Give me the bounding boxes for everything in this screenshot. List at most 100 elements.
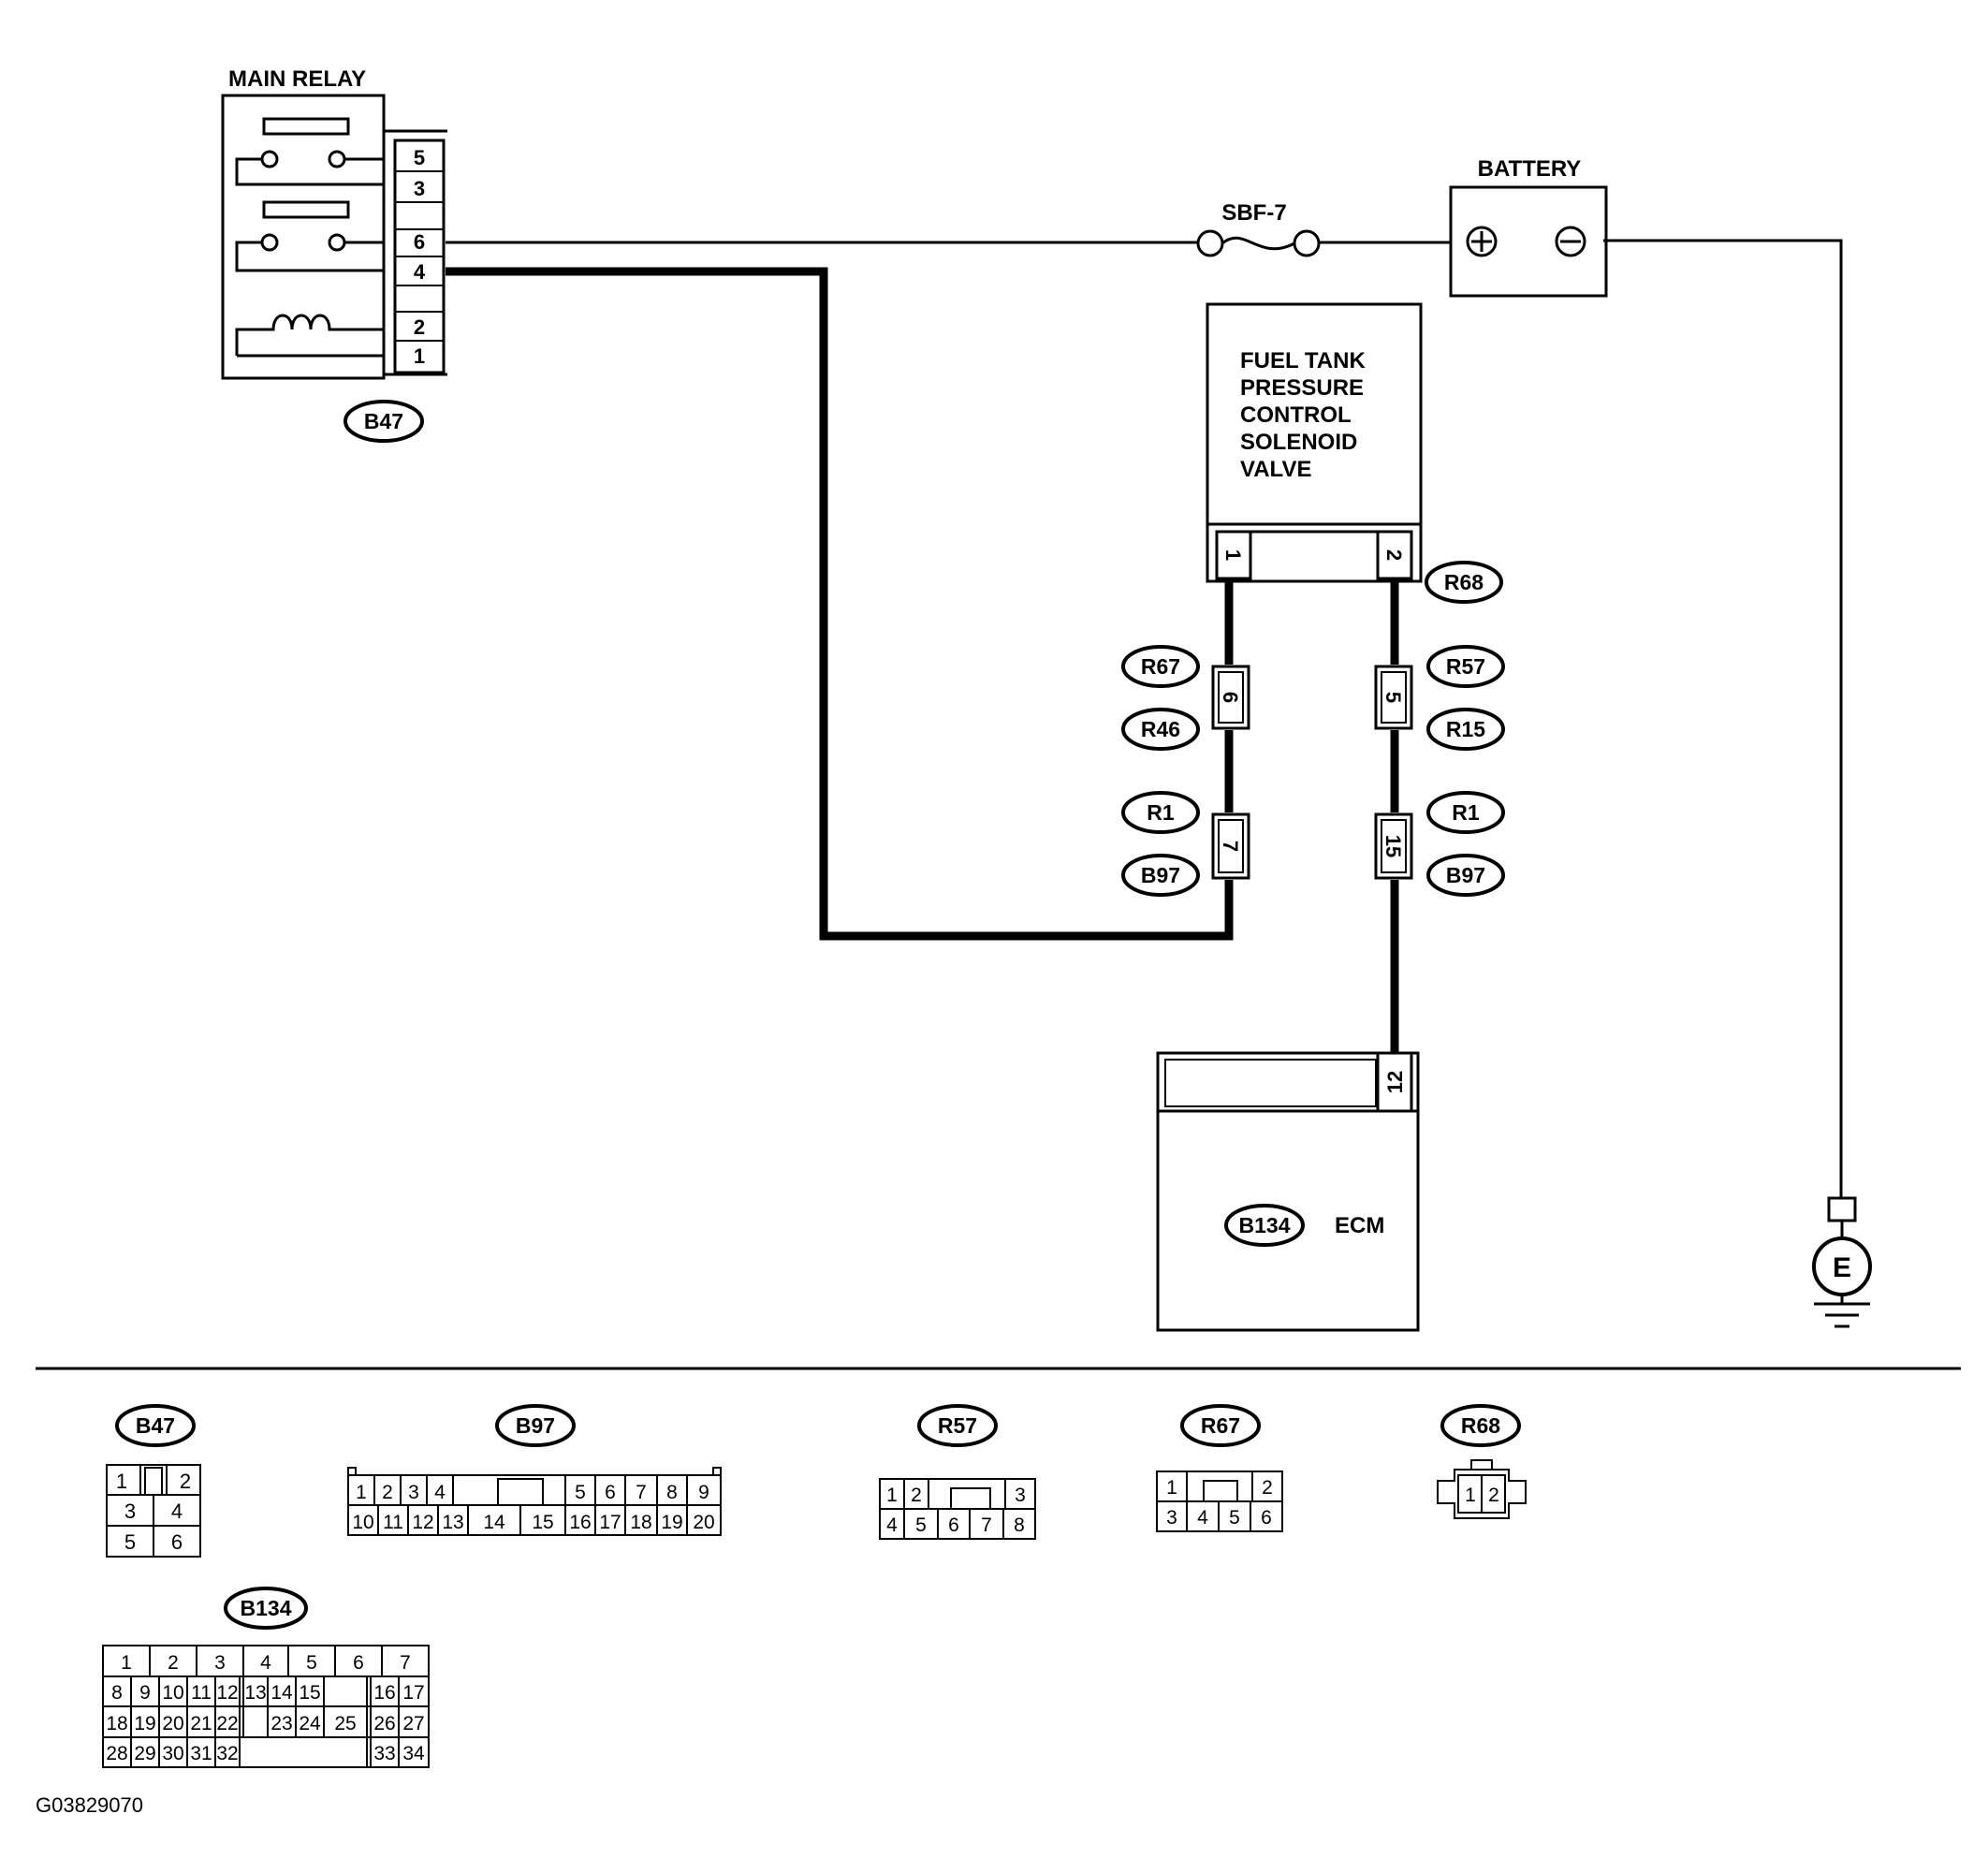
legend-b134-pin: 19 <box>134 1713 155 1734</box>
legend-b134-pin: 18 <box>106 1713 127 1734</box>
legend-r67-pin: 2 <box>1262 1477 1273 1499</box>
legend-b47-pin-1: 1 <box>116 1470 127 1493</box>
legend-b97-pin: 3 <box>408 1482 419 1503</box>
legend-b134-pin: 13 <box>244 1682 266 1704</box>
legend-b134-pin: 23 <box>270 1713 292 1734</box>
legend-tag-r68: R68 <box>1461 1413 1500 1438</box>
solenoid-line-5: VALVE <box>1240 457 1311 482</box>
solenoid-line-3: CONTROL <box>1240 402 1352 428</box>
legend-b97-pin: 6 <box>605 1482 616 1503</box>
legend-b134-pin: 21 <box>190 1713 212 1734</box>
legend-b134-pin: 20 <box>162 1713 183 1734</box>
inline-pin-7: 7 <box>1219 841 1242 852</box>
legend-b134-pin: 22 <box>216 1713 238 1734</box>
main-relay: MAIN RELAY 5 3 6 4 2 1 B47 <box>221 66 447 443</box>
relay-contact-1a <box>260 150 279 168</box>
tag-r1-right: R1 <box>1452 800 1480 825</box>
tag-r67: R67 <box>1141 654 1180 679</box>
legend-r57-pin: 7 <box>981 1514 992 1536</box>
legend-tag-b47: B47 <box>136 1413 175 1438</box>
legend-b134-pin: 28 <box>106 1743 127 1764</box>
legend-r57-pin: 4 <box>886 1514 898 1536</box>
wire-relay-solenoid <box>446 267 1234 941</box>
legend-b97-pin: 13 <box>442 1512 463 1533</box>
tag-r46: R46 <box>1141 717 1180 741</box>
wire-battery-ground <box>1603 239 1843 1198</box>
legend-b134-pin: 1 <box>121 1652 132 1674</box>
legend-b134-pin: 12 <box>216 1682 238 1704</box>
battery-minus-icon <box>1555 226 1586 257</box>
legend-b97-pin: 11 <box>383 1512 403 1533</box>
tag-b97-right: B97 <box>1446 863 1485 887</box>
legend-b134-pin: 8 <box>111 1682 123 1704</box>
fuel-tank-solenoid: FUEL TANK PRESSURE CONTROL SOLENOID VALV… <box>1206 302 1503 604</box>
legend-b97-pin: 16 <box>569 1512 591 1533</box>
figure-code: G03829070 <box>36 1793 143 1817</box>
legend-b97-pin: 12 <box>412 1512 433 1533</box>
legend-b134-pin: 3 <box>214 1652 226 1674</box>
tag-r57: R57 <box>1446 654 1485 679</box>
legend-b97-pin: 4 <box>434 1482 446 1503</box>
inline-connectors: 6 5 7 15 R67 R46 R57 R15 R1 B97 R1 B97 <box>1121 645 1505 897</box>
tag-r68: R68 <box>1444 570 1484 594</box>
legend-b47: B47 1 2 3 4 5 6 <box>106 1404 201 1558</box>
fuse-icon <box>1221 236 1295 251</box>
ecm-pin-12: 12 <box>1383 1071 1407 1093</box>
legend-tag-r67: R67 <box>1201 1413 1240 1438</box>
main-relay-body <box>221 94 386 380</box>
solenoid-line-2: PRESSURE <box>1240 375 1364 401</box>
legend-b97-pin: 1 <box>356 1482 367 1503</box>
legend-r57-pin: 1 <box>886 1485 898 1506</box>
legend-b134-pin: 6 <box>353 1652 364 1674</box>
inline-pin-15: 15 <box>1381 835 1405 857</box>
legend-r57-pin: 2 <box>911 1485 922 1506</box>
legend-b97-pin: 15 <box>532 1512 553 1533</box>
legend-tag-b134: B134 <box>241 1596 292 1620</box>
legend-b134-pin: 10 <box>162 1682 183 1704</box>
battery-body <box>1449 185 1608 298</box>
relay-pin-2: 2 <box>414 315 425 339</box>
legend-b134-pin: 16 <box>373 1682 395 1704</box>
legend-b134-pin: 9 <box>139 1682 151 1704</box>
relay-pin-1: 1 <box>414 344 425 368</box>
legend-b134-pin: 31 <box>190 1743 212 1764</box>
legend-r67-pin: 1 <box>1166 1477 1177 1499</box>
legend-b134-pin: 25 <box>334 1713 356 1734</box>
relay-contact-1b <box>328 150 346 168</box>
legend-b134-pin: 24 <box>299 1713 321 1734</box>
legend-b134-pin: 17 <box>402 1682 424 1704</box>
legend-b134-pin: 14 <box>270 1682 293 1704</box>
wires <box>446 239 1843 1198</box>
legend-r57-pin: 5 <box>915 1514 927 1536</box>
legend-b97-pin: 19 <box>661 1512 682 1533</box>
legend-b134-pin: 34 <box>402 1743 425 1764</box>
legend-b134-pin: 15 <box>299 1682 320 1704</box>
legend-r67-pin: 3 <box>1166 1507 1177 1529</box>
legend-b47-pin-4: 4 <box>171 1500 183 1523</box>
solenoid-line-1: FUEL TANK <box>1240 348 1366 373</box>
legend-r57-pin: 8 <box>1014 1514 1025 1536</box>
legend-b134-pin: 4 <box>260 1652 271 1674</box>
legend-tag-b97: B97 <box>516 1413 555 1438</box>
legend-b134-pin: 27 <box>402 1713 424 1734</box>
solenoid-pin-2: 2 <box>1382 549 1406 561</box>
relay-contact-bar-1 <box>262 117 350 136</box>
main-relay-title: MAIN RELAY <box>228 66 366 92</box>
legend-b97-pin: 5 <box>575 1482 586 1503</box>
legend-r67-pin: 4 <box>1197 1507 1208 1529</box>
relay-pin-4: 4 <box>414 260 426 284</box>
legend-b134-pin: 11 <box>191 1682 212 1704</box>
relay-pin-5: 5 <box>414 146 425 169</box>
legend-tag-r57: R57 <box>938 1413 977 1438</box>
legend-b97: B97 1 2 3 <box>347 1404 722 1536</box>
legend-b47-pin-5: 5 <box>124 1530 136 1554</box>
relay-contact-2b <box>328 233 346 252</box>
relay-coil-icon <box>235 314 384 356</box>
legend-r57: R57 1 2 3 4 5 6 7 8 <box>879 1404 1036 1540</box>
legend-b97-pin: 14 <box>483 1512 505 1533</box>
battery-title: BATTERY <box>1478 156 1582 182</box>
inline-pin-6: 6 <box>1219 692 1242 703</box>
battery-plus-icon <box>1466 226 1498 257</box>
legend-b97-pin: 7 <box>636 1482 647 1503</box>
